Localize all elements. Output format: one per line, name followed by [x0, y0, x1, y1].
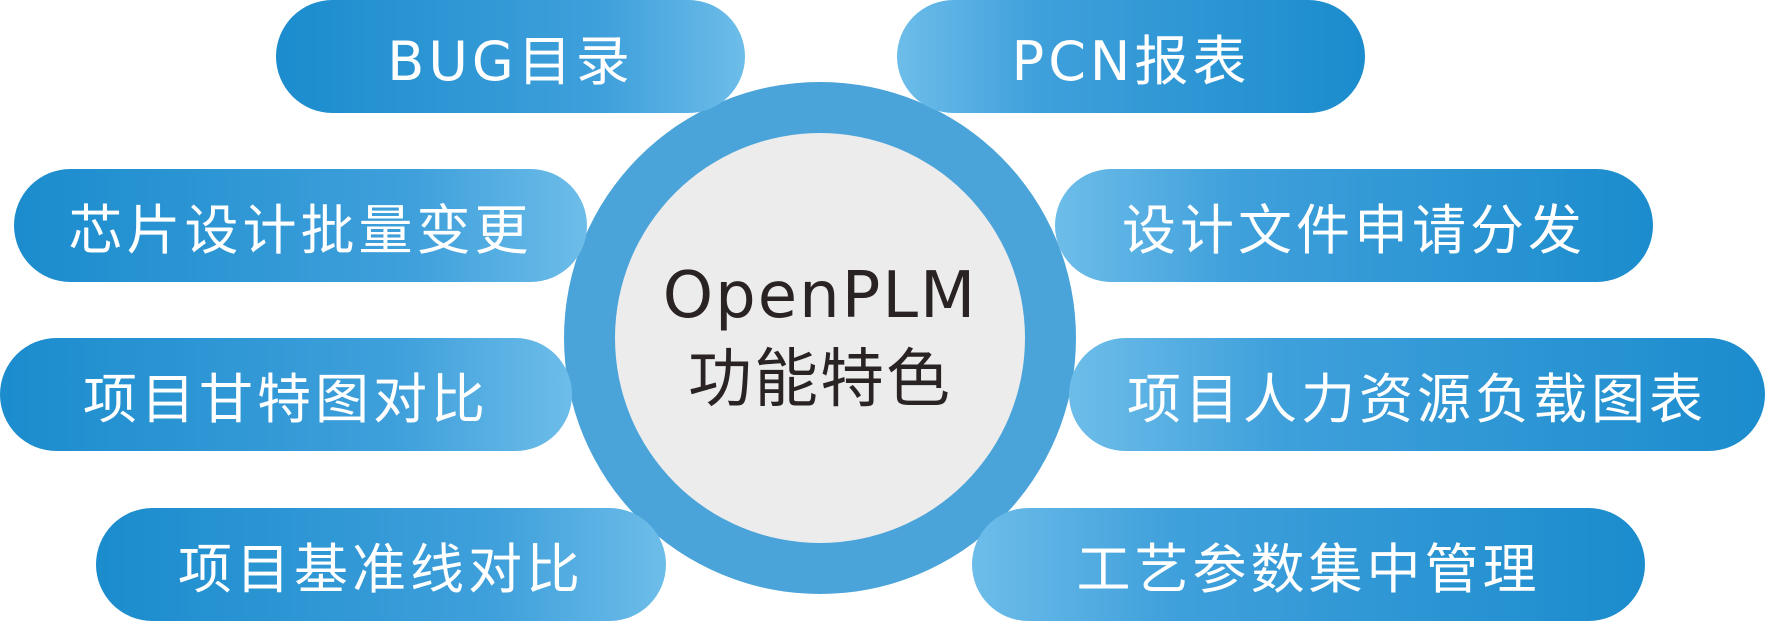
feature-pill-process-params: 工艺参数集中管理: [972, 508, 1645, 621]
center-ring: OpenPLM 功能特色: [564, 82, 1076, 594]
feature-pill-resource-load-chart: 项目人力资源负载图表: [1069, 338, 1765, 451]
center-subtitle: 功能特色: [688, 343, 952, 417]
feature-pill-chip-batch-change: 芯片设计批量变更: [14, 169, 587, 282]
feature-pill-design-file-distribution: 设计文件申请分发: [1055, 169, 1653, 282]
feature-pill-baseline-compare: 项目基准线对比: [96, 508, 666, 621]
feature-pill-pcn-report: PCN报表: [897, 0, 1365, 113]
center-circle: OpenPLM 功能特色: [615, 133, 1025, 543]
feature-pill-gantt-compare: 项目甘特图对比: [0, 338, 572, 451]
feature-pill-bug: BUG目录: [276, 0, 745, 113]
center-title: OpenPLM: [662, 259, 978, 333]
